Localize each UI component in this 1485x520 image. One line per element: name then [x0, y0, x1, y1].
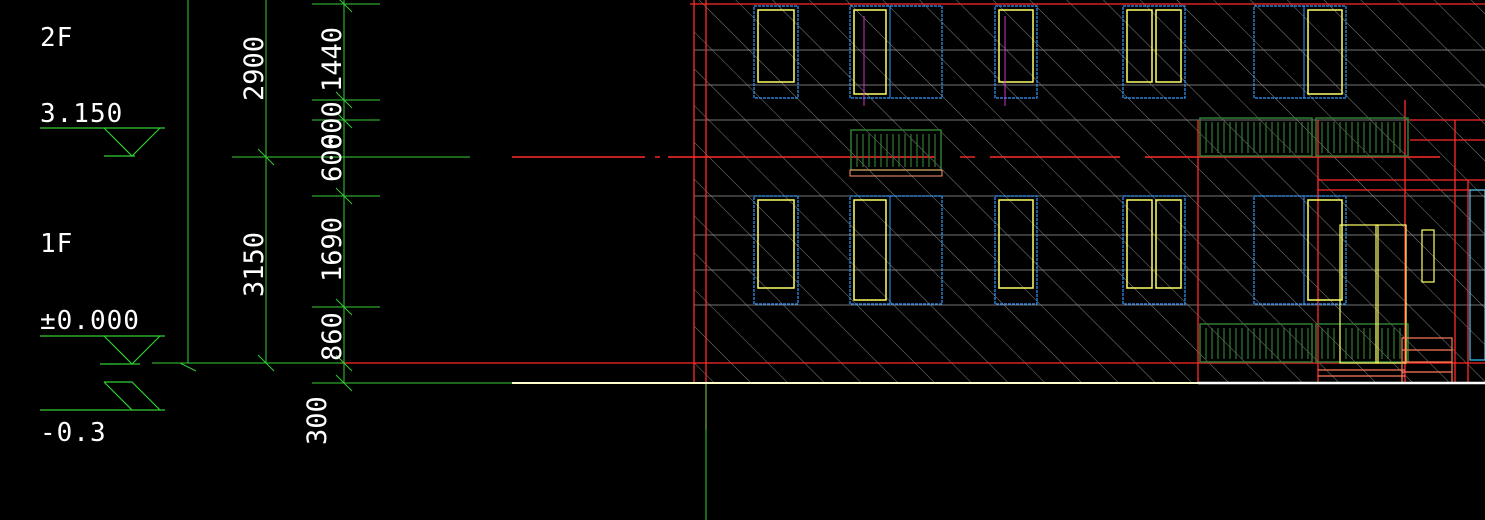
- dim-floor1-height: 3150: [239, 232, 270, 297]
- window-jamb: [994, 5, 1038, 99]
- window: [1253, 5, 1347, 99]
- railing-frame: [1199, 323, 1313, 363]
- dim-segment-overlap-2: 600: [317, 133, 348, 182]
- entrance-door: [1339, 224, 1379, 364]
- level-marker-2f: [40, 127, 165, 157]
- window-jamb: [1122, 195, 1186, 305]
- window-jamb: [1122, 5, 1186, 99]
- dimension-labels: 2900 3150 1440 600 600 1690 860 300: [239, 27, 348, 445]
- dim-segment-overlap: 600: [317, 101, 348, 150]
- window-jamb: [849, 195, 943, 305]
- window: [1122, 5, 1186, 99]
- floor2-elevation: 3.150: [40, 99, 123, 129]
- window-frame: [853, 9, 887, 95]
- window-frame: [1307, 199, 1343, 301]
- railing-frame: [1315, 117, 1409, 157]
- window-frame: [757, 199, 795, 289]
- floor1-elevation: ±0.000: [40, 306, 140, 336]
- level-marker-ground: [40, 381, 165, 411]
- dimension-lines: [152, 0, 512, 392]
- course-lines: [694, 49, 1485, 364]
- window-frame: [1307, 9, 1343, 95]
- window-frame: [998, 9, 1034, 83]
- window: [849, 5, 943, 106]
- window: [994, 5, 1038, 106]
- ground-elevation: -0.3: [40, 418, 107, 448]
- entrance-door-inner: [1375, 224, 1407, 364]
- window-frame: [1155, 199, 1182, 289]
- facade: [340, 0, 1485, 520]
- window-frame: [998, 199, 1034, 289]
- window-frame: [853, 199, 887, 301]
- window: [1122, 195, 1186, 305]
- steps: [1318, 349, 1452, 377]
- window: [753, 5, 799, 99]
- window-jamb: [1253, 5, 1347, 99]
- window-frame: [1155, 9, 1182, 83]
- dim-floor2-height: 2900: [239, 36, 270, 101]
- window-jamb: [994, 195, 1038, 305]
- side-light: [1421, 229, 1435, 283]
- window-jamb: [849, 5, 943, 99]
- window-jamb: [753, 5, 799, 99]
- balcony-slab: [849, 169, 943, 177]
- floor2-label: 2F: [40, 23, 73, 53]
- window: [1253, 195, 1347, 305]
- railing: [1199, 117, 1313, 157]
- railing-frame: [1199, 117, 1313, 157]
- railing-frame: [1315, 323, 1409, 363]
- windows: [753, 5, 1347, 305]
- window-jamb: [753, 195, 799, 305]
- window: [753, 195, 799, 305]
- level-labels: 2F 3.150 1F ±0.000 -0.3: [40, 23, 140, 448]
- wall-outline: [340, 0, 1485, 430]
- dim-segment-window: 1690: [317, 217, 348, 282]
- floor1-label: 1F: [40, 229, 73, 259]
- facade-hatch: [694, 0, 1485, 383]
- window: [849, 195, 943, 305]
- level-marker-1f: [40, 335, 165, 365]
- dim-segment-top: 1440: [317, 27, 348, 92]
- railing: [1199, 323, 1313, 363]
- window-frame: [1126, 199, 1153, 289]
- window-frame: [1126, 9, 1153, 83]
- window: [994, 195, 1038, 305]
- railings: [849, 117, 1409, 363]
- window-frame: [757, 9, 795, 83]
- glass-panel: [1469, 189, 1485, 361]
- dim-segment-sill: 860: [317, 312, 348, 361]
- entrance: [1318, 189, 1485, 384]
- window-jamb: [1253, 195, 1347, 305]
- railing: [1315, 117, 1409, 157]
- dim-segment-plinth: 300: [302, 396, 333, 445]
- level-markers: [40, 127, 165, 411]
